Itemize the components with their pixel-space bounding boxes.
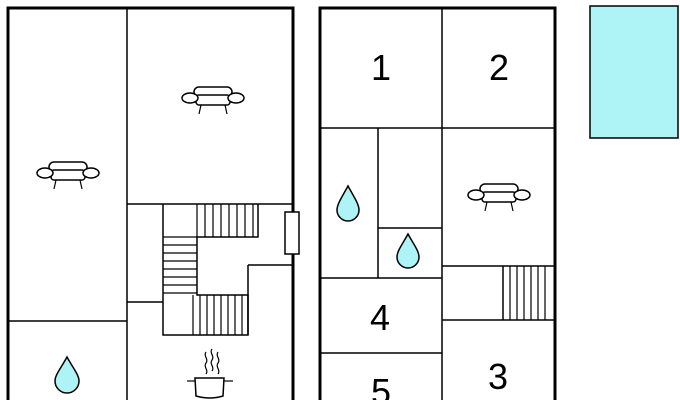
staircase-icon [162,204,259,336]
room-label-2: 2 [489,47,509,88]
staircase-icon [502,266,546,320]
sofa-icon [467,183,531,212]
right-floor-plan: 1 2 3 4 5 [318,6,557,400]
room-label-3: 3 [488,356,508,397]
room-label-4: 4 [370,297,390,338]
sofa-icon [181,86,245,115]
water-drop-icon [396,232,420,269]
room-label-1: 1 [371,47,391,88]
water-drop-icon [54,355,80,394]
left-floor-plan [6,6,300,400]
pool [589,5,679,139]
sofa-icon [36,161,100,190]
room-label-5: 5 [371,371,391,400]
cooking-pot-icon [187,348,233,399]
right-outer-wall [318,6,557,400]
water-drop-icon [336,184,360,222]
window-icon [284,211,300,255]
